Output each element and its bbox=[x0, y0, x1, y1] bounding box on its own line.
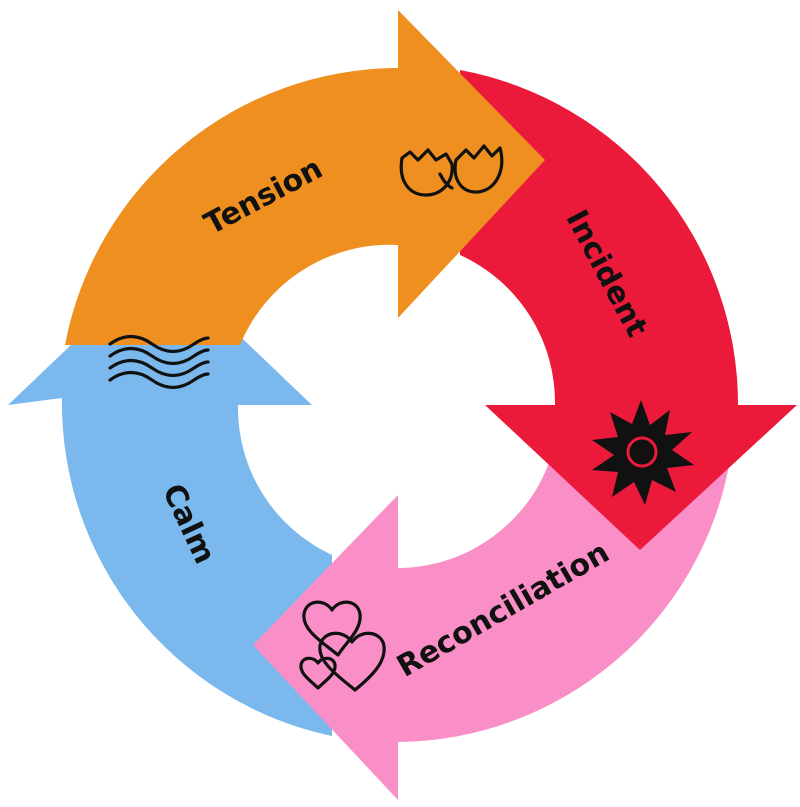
waves-icon bbox=[108, 334, 210, 390]
stage-arrow-incident bbox=[460, 70, 797, 550]
cracked-eggshell-icon bbox=[399, 144, 504, 197]
stage-arrow-reconciliation bbox=[253, 460, 730, 800]
explosion-icon bbox=[592, 400, 694, 505]
stage-arrow-calm bbox=[8, 260, 332, 736]
stage-arrow-tension bbox=[65, 10, 545, 345]
hearts-icon bbox=[299, 600, 386, 692]
